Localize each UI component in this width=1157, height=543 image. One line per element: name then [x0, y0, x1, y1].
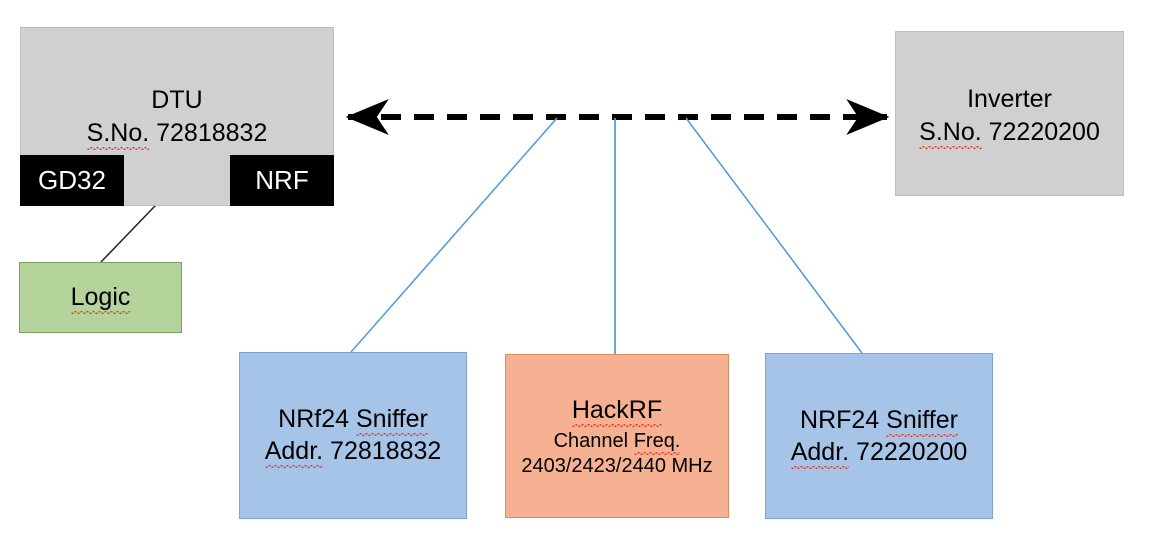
hackrf-channel-freq: 2403/2423/2440 MHz — [521, 455, 713, 478]
hackrf-label-text: HackRF — [571, 396, 663, 427]
inverter-serial: S.No. 72220200 — [919, 118, 1100, 149]
sniffer-left-addr: Addr. 72818832 — [264, 437, 442, 468]
hackrf-channel-caption: Channel Freq. — [553, 430, 681, 456]
sniffer-right-label-word2: Sniffer — [886, 406, 958, 437]
node-gd32[interactable]: GD32 — [20, 155, 124, 206]
inverter-serial-value: 72220200 — [988, 118, 1100, 146]
node-sniffer-left[interactable]: NRf24 Sniffer Addr. 72818832 — [239, 352, 467, 519]
dtu-label: DTU — [151, 86, 203, 114]
dtu-serial: S.No. 72818832 — [86, 119, 268, 150]
node-nrf[interactable]: NRF — [230, 155, 334, 206]
dtu-serial-value: 72818832 — [156, 119, 268, 147]
sniffer-right-addr: Addr. 72220200 — [790, 438, 968, 469]
dtu-serial-prefix: S.No. — [86, 119, 150, 150]
node-logic[interactable]: Logic — [19, 262, 182, 333]
logic-label: Logic — [70, 283, 131, 314]
sniffer-right-tap — [685, 117, 863, 354]
sniffer-right-addr-value: 72220200 — [856, 438, 968, 466]
inverter-label: Inverter — [967, 85, 1052, 113]
sniffer-right-addr-prefix: Addr. — [790, 438, 850, 469]
hackrf-caption-word2: Freq. — [633, 430, 681, 456]
sniffer-left-label-word2: Sniffer — [356, 405, 428, 436]
hackrf-caption-word1: Channel — [553, 430, 629, 452]
sniffer-right-label-word1: NRF24 — [800, 406, 880, 434]
node-hackrf[interactable]: HackRF Channel Freq. 2403/2423/2440 MHz — [505, 354, 729, 518]
sniffer-left-label: NRf24 Sniffer — [278, 405, 428, 436]
sniffer-left-addr-prefix: Addr. — [264, 437, 324, 468]
hackrf-label: HackRF — [571, 396, 663, 427]
nrf-label: NRF — [255, 165, 309, 195]
node-sniffer-right[interactable]: NRF24 Sniffer Addr. 72220200 — [765, 353, 993, 519]
inverter-serial-prefix: S.No. — [919, 118, 982, 149]
sniffer-right-label: NRF24 Sniffer — [800, 406, 958, 437]
sniffer-left-addr-value: 72818832 — [330, 437, 442, 465]
sniffer-left-label-word1: NRf24 — [278, 405, 350, 433]
sniffer-left-tap — [350, 117, 558, 353]
gd32-label: GD32 — [38, 165, 106, 195]
node-inverter[interactable]: Inverter S.No. 72220200 — [895, 31, 1124, 196]
